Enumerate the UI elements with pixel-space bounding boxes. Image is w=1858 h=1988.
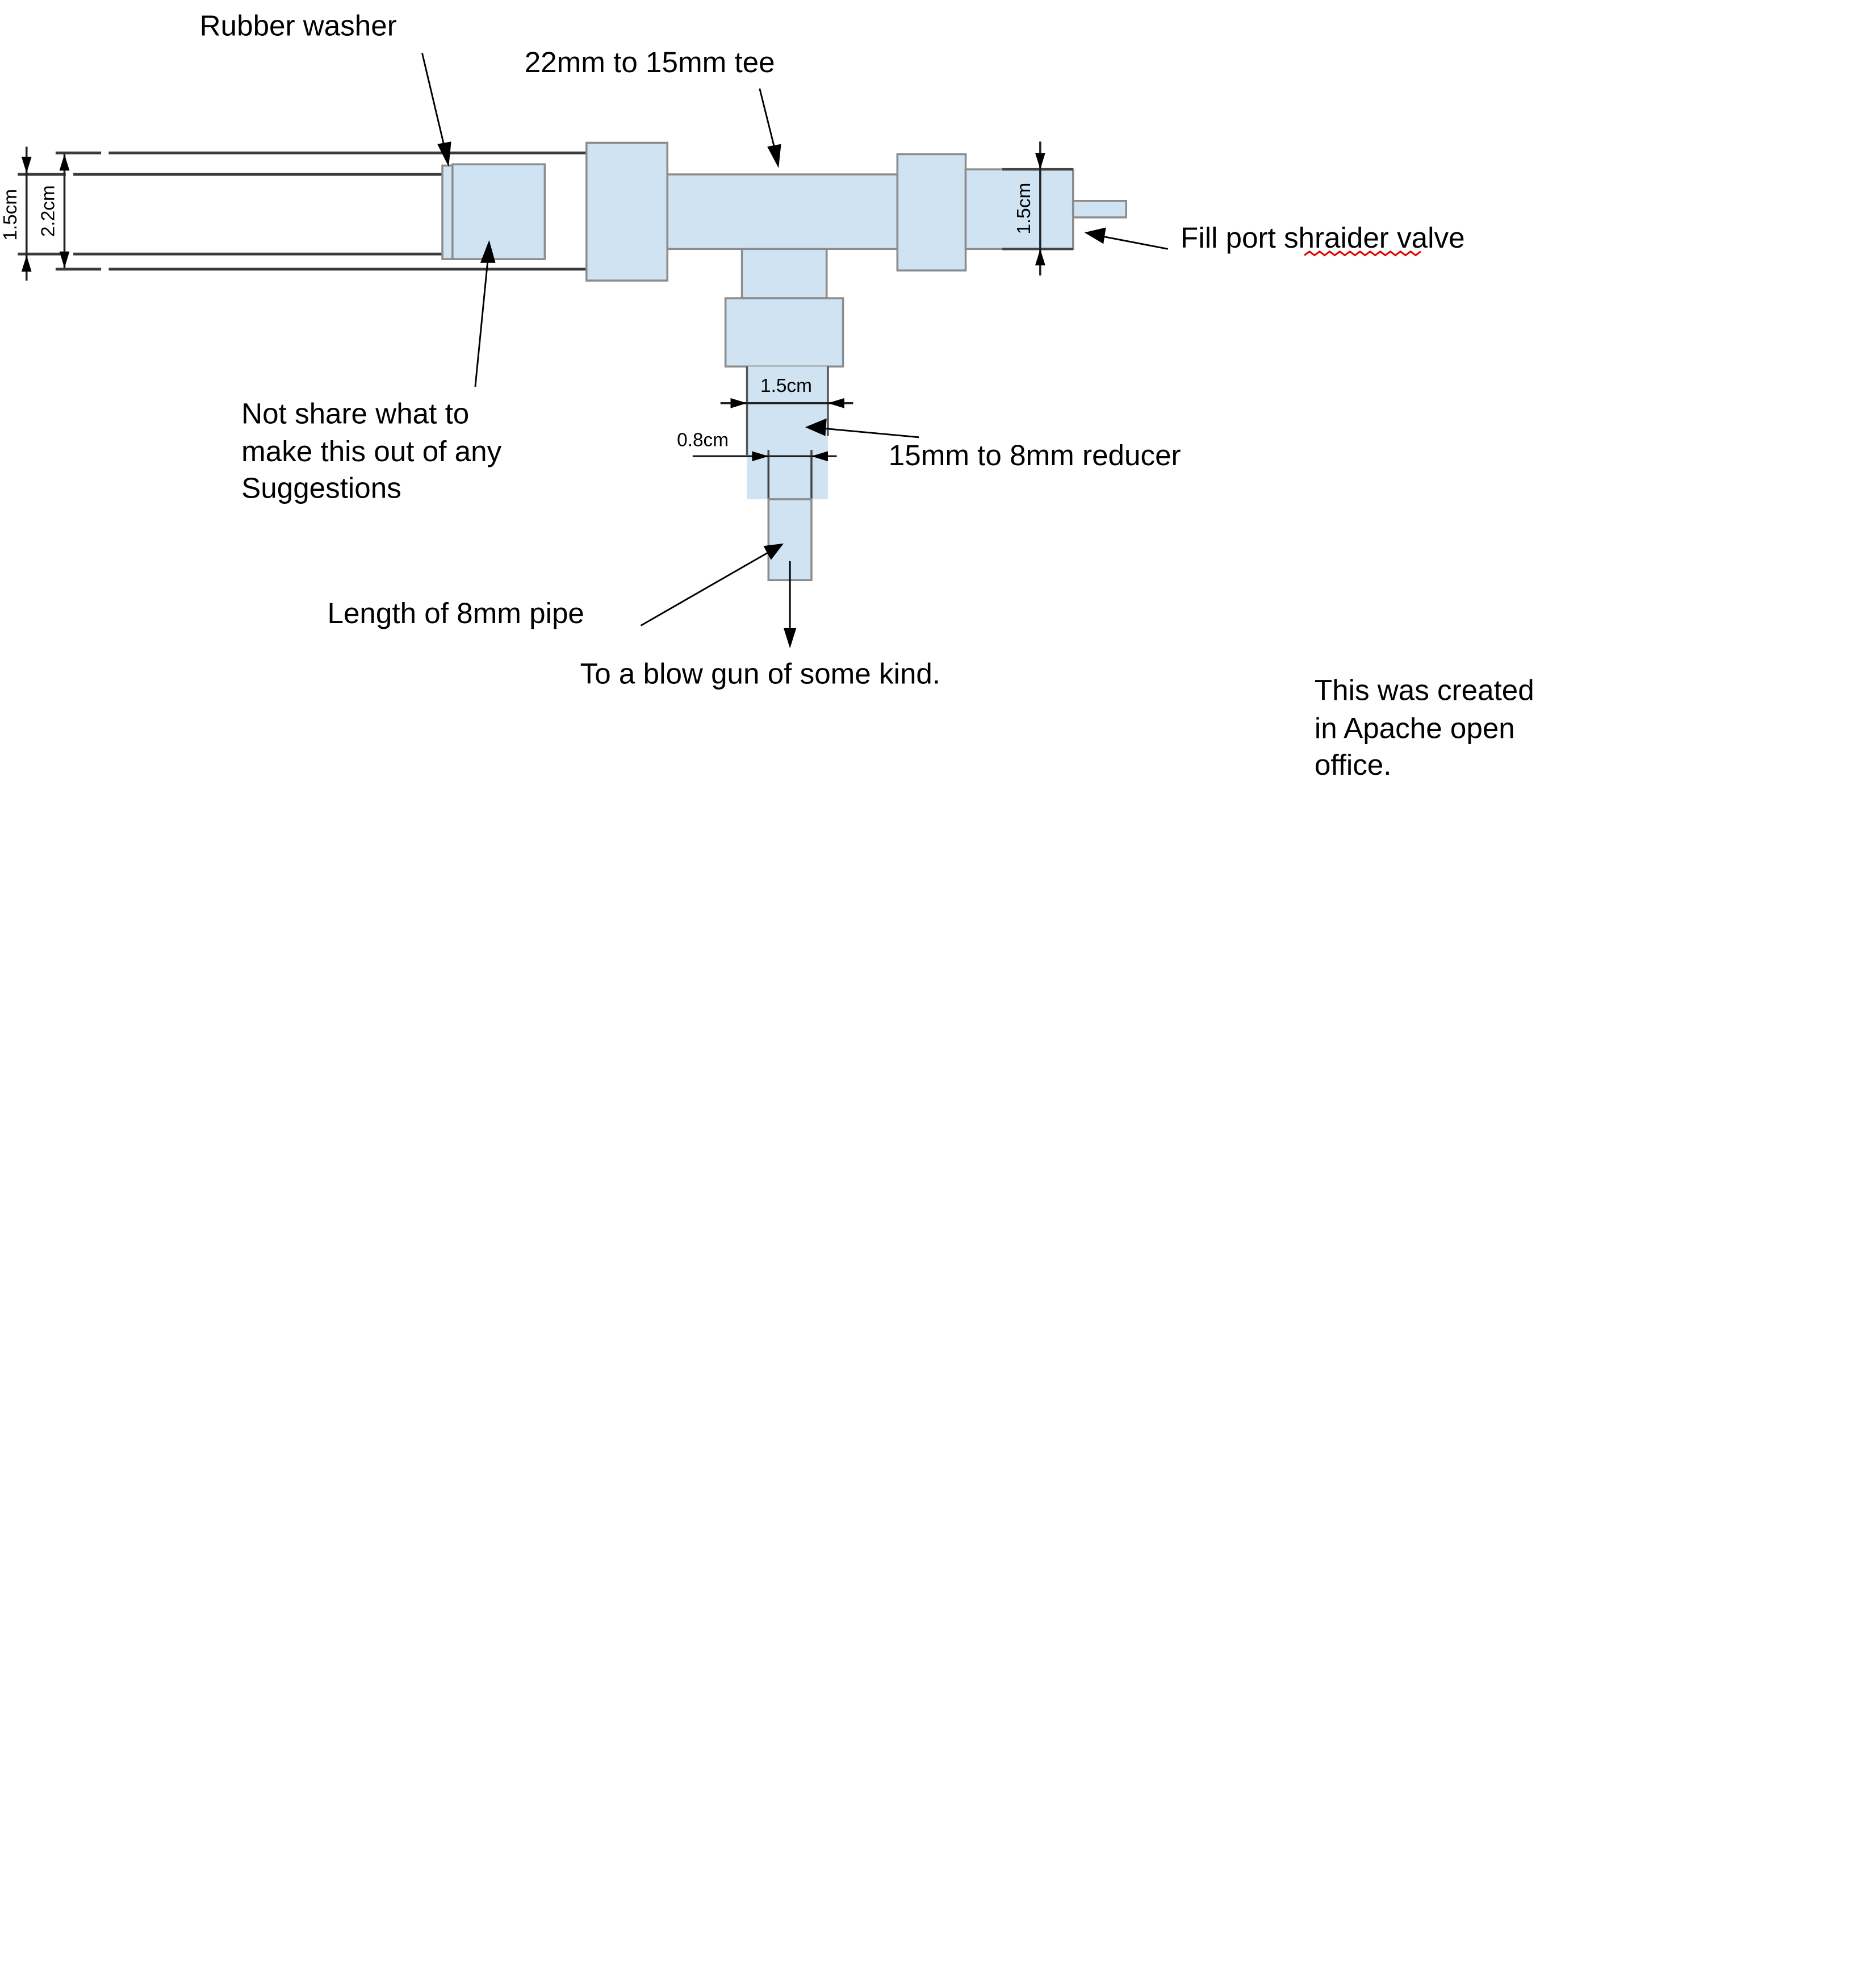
dimension-label-reducer-top: 1.5cm [760, 375, 812, 396]
label-rubber-washer: Rubber washer [200, 9, 397, 41]
tee-branch-nut [724, 297, 844, 368]
tee-right-nut [896, 153, 967, 272]
flow-arrow-blow-gun [784, 561, 797, 649]
label-8mm-pipe: Length of 8mm pipe [327, 597, 584, 629]
label-reducer: 15mm to 8mm reducer [889, 439, 1181, 471]
svg-text:This was created: This was created [1315, 674, 1534, 707]
dimension-reducer-bottom: 0.8cm [677, 429, 837, 462]
inner-pipe [18, 173, 443, 256]
dimension-inner-pipe: 1.5cm [0, 147, 32, 281]
svg-text:make this out of any: make this out of any [241, 435, 501, 467]
leader-not-sure [474, 240, 496, 387]
label-blow-gun: To a blow gun of some kind. [580, 658, 940, 690]
leader-rubber-washer [421, 53, 451, 167]
dimension-outer-pipe: 2.2cm [38, 154, 70, 268]
leader-reducer [805, 418, 919, 438]
dimension-label-inner: 1.5cm [0, 189, 21, 241]
spellcheck-underline [1304, 250, 1421, 257]
label-fill-port: Fill port shraider valve [1181, 222, 1465, 254]
credit-note: This was created in Apache open office. [1315, 674, 1534, 781]
tee-branch [740, 248, 828, 299]
label-not-sure: Not share what to make this out of any S… [241, 397, 501, 504]
leader-8mm-pipe [640, 543, 784, 627]
dimension-label-outer: 2.2cm [38, 185, 59, 237]
outer-pipe [55, 151, 587, 271]
svg-text:office.: office. [1315, 749, 1392, 781]
svg-text:in Apache open: in Apache open [1315, 712, 1515, 744]
label-tee: 22mm to 15mm tee [525, 46, 775, 78]
leader-fill-port [1084, 227, 1168, 250]
svg-text:Not share what to: Not share what to [241, 397, 469, 429]
valve-stem [1072, 200, 1128, 219]
leader-tee [759, 88, 781, 168]
dimension-reducer-top: 1.5cm [720, 375, 853, 408]
tee-left-nut [585, 141, 669, 282]
dimension-label-reducer-bottom: 0.8cm [677, 429, 729, 450]
reducer-outlet [768, 455, 811, 499]
dimension-label-valve: 1.5cm [1014, 183, 1035, 235]
unknown-plug-part [451, 163, 546, 260]
tee-body [666, 173, 899, 250]
dimension-valve: 1.5cm [1002, 141, 1073, 276]
svg-text:Suggestions: Suggestions [241, 472, 401, 504]
